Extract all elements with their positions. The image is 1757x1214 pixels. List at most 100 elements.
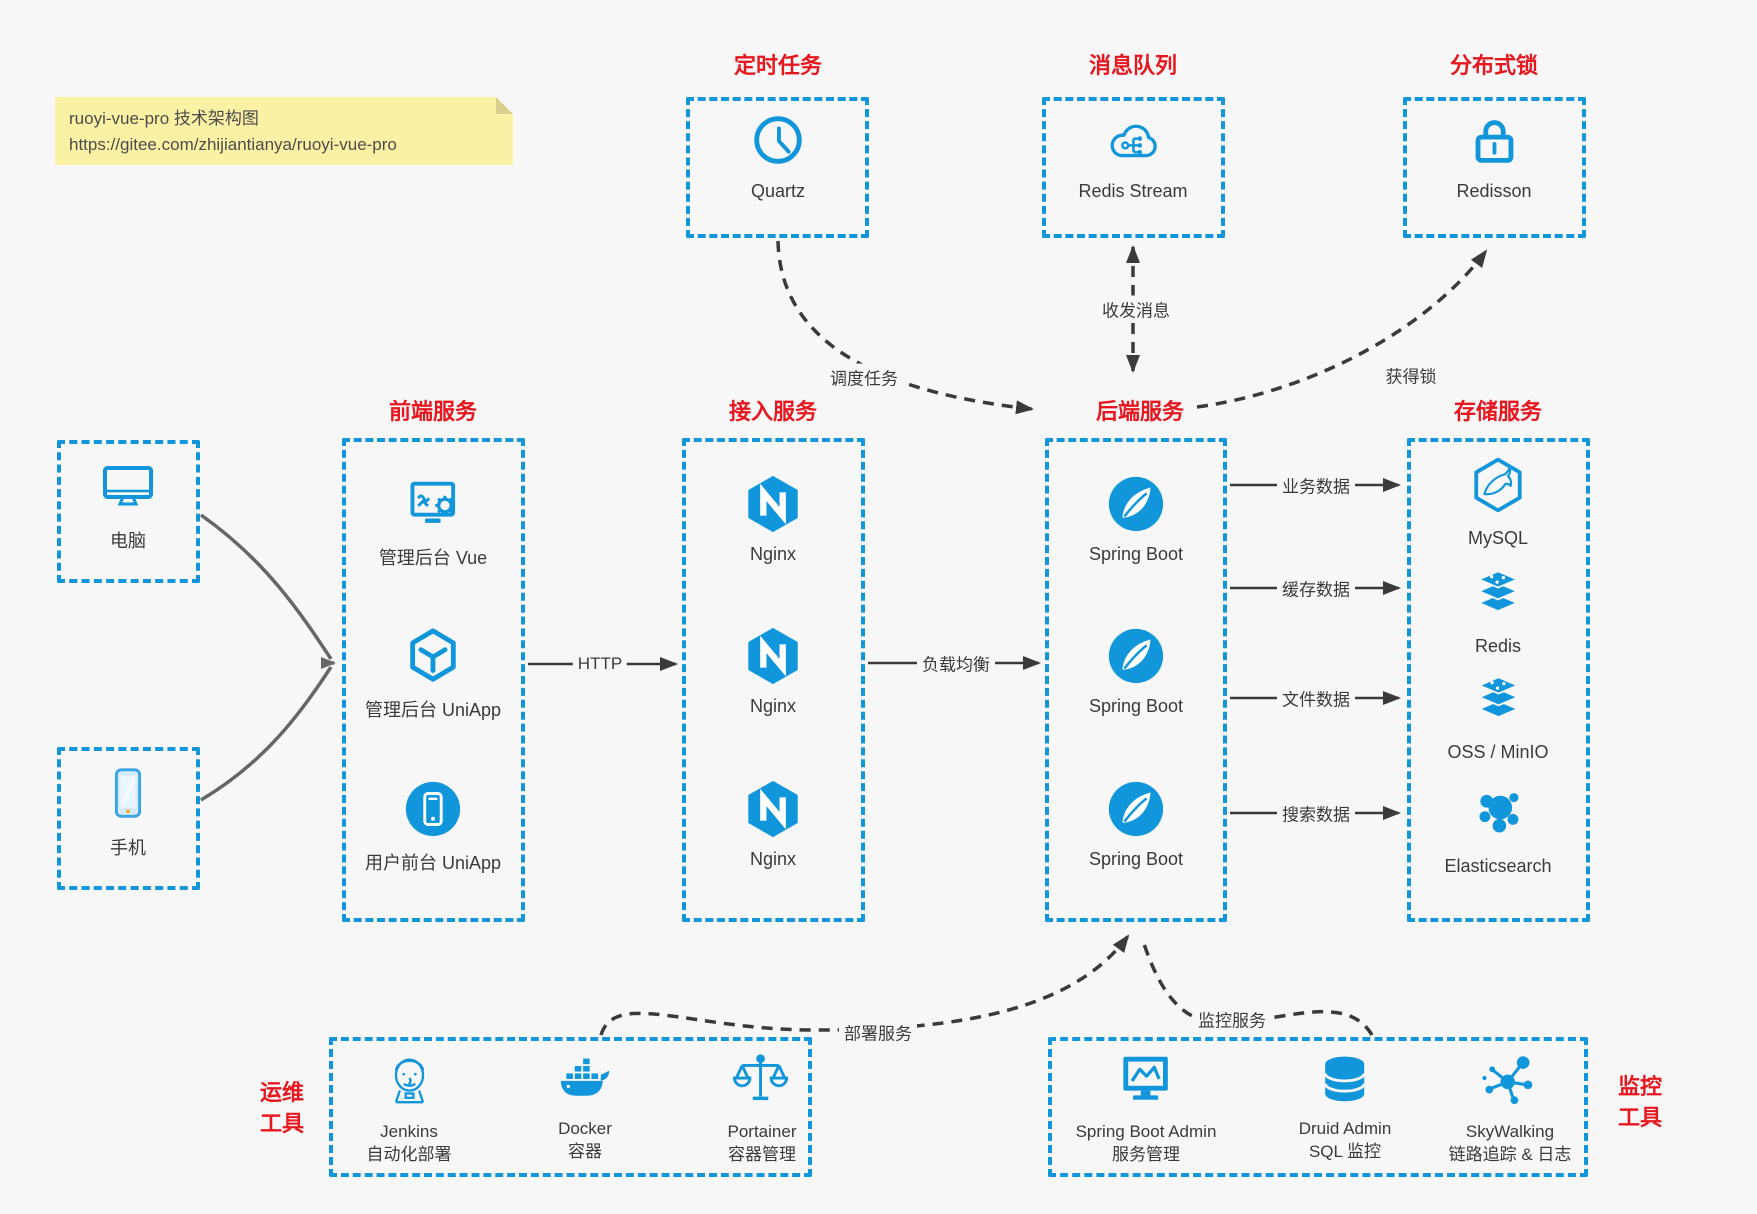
node-skywalking: SkyWalking 链路追踪 & 日志 — [1448, 1050, 1572, 1166]
node-admin-uniapp: 管理后台 UniApp — [365, 625, 501, 722]
tool-sub: 容器 — [567, 1142, 602, 1161]
tool-sub: 链路追踪 & 日志 — [1448, 1145, 1572, 1164]
lock-icon — [1463, 110, 1525, 172]
monitor-chart-icon — [1117, 1050, 1175, 1108]
portainer-scales-icon — [733, 1050, 791, 1108]
access-services-box — [682, 438, 865, 922]
nginx-icon — [742, 625, 804, 687]
edge-phone-to-frontend — [200, 666, 333, 802]
tool-name: Spring Boot Admin — [1075, 1122, 1217, 1141]
message-queue-box — [1042, 97, 1225, 238]
tool-sub: 容器管理 — [727, 1145, 796, 1164]
nginx-icon — [742, 473, 804, 535]
node-springboot-1: Spring Boot — [1089, 473, 1183, 565]
docker-icon — [555, 1053, 615, 1105]
jenkins-icon — [380, 1050, 438, 1108]
note-title: ruoyi-vue-pro 技术架构图 — [69, 109, 259, 128]
ops-tools-label: 运维 工具 — [246, 1078, 318, 1140]
note-fold — [496, 97, 513, 114]
node-label: Nginx — [749, 696, 797, 716]
monitor-tools-label-line2: 工具 — [1617, 1104, 1662, 1130]
tool-name: SkyWalking — [1465, 1122, 1555, 1141]
ops-tools-label-line2: 工具 — [259, 1110, 304, 1136]
edge-label-cache-data: 缓存数据 — [1277, 574, 1355, 602]
node-springboot-3: Spring Boot — [1089, 778, 1183, 870]
storage-stack-icon — [1469, 670, 1527, 728]
edge-label-acquire-lock: 获得锁 — [1380, 361, 1442, 389]
node-label: Elasticsearch — [1444, 856, 1552, 876]
arrow-schedule-task — [776, 240, 1034, 415]
edge-label-business-data: 业务数据 — [1277, 471, 1355, 499]
arrow-deploy-service — [599, 934, 1130, 1036]
edge-label-send-receive-msg: 收发消息 — [1097, 295, 1175, 323]
edge-computer-to-frontend — [199, 513, 333, 660]
skywalking-icon — [1481, 1050, 1539, 1108]
node-redisson: Redisson — [1456, 110, 1532, 202]
node-label: Redisson — [1456, 181, 1532, 201]
edge-label-http: HTTP — [572, 653, 628, 675]
arrow-monitor-service — [1141, 940, 1374, 1036]
node-elasticsearch: Elasticsearch — [1444, 784, 1552, 877]
node-label: Nginx — [749, 544, 797, 564]
storage-services-title: 存储服务 — [1453, 399, 1543, 424]
sticky-note: ruoyi-vue-pro 技术架构图 https://gitee.com/zh… — [55, 97, 513, 165]
node-portainer: Portainer 容器管理 — [727, 1050, 797, 1166]
node-redis-stream: Redis Stream — [1078, 112, 1188, 202]
admin-vue-icon — [402, 473, 464, 535]
node-label: Redis — [1474, 636, 1522, 656]
node-label: Redis Stream — [1078, 181, 1188, 201]
node-mysql: MySQL — [1468, 456, 1528, 549]
node-quartz: Quartz — [747, 110, 809, 202]
monitor-tools-label-line1: 监控 — [1617, 1074, 1662, 1099]
scheduled-task-title: 定时任务 — [733, 53, 823, 78]
node-redis: Redis — [1469, 564, 1527, 657]
tool-name: Portainer — [727, 1122, 797, 1141]
mysql-icon — [1469, 456, 1527, 514]
node-label: Spring Boot Admin 服务管理 — [1076, 1120, 1217, 1166]
node-admin-vue: 管理后台 Vue — [379, 473, 487, 570]
tool-sub: 服务管理 — [1112, 1145, 1180, 1164]
nginx-icon — [742, 778, 804, 840]
node-computer: 电脑 — [96, 456, 160, 553]
spring-boot-icon — [1105, 473, 1167, 535]
edge-label-deploy-service: 部署服务 — [839, 1018, 917, 1046]
message-queue-title: 消息队列 — [1088, 53, 1178, 78]
access-services-title: 接入服务 — [728, 399, 818, 424]
tool-sub: SQL 监控 — [1308, 1142, 1382, 1161]
computer-box — [57, 440, 200, 583]
backend-services-title: 后端服务 — [1095, 399, 1185, 424]
node-spring-boot-admin: Spring Boot Admin 服务管理 — [1076, 1050, 1217, 1166]
tool-name: Jenkins — [380, 1122, 438, 1141]
elasticsearch-icon — [1469, 784, 1527, 842]
smartphone-icon — [97, 763, 159, 825]
backend-services-box — [1045, 438, 1227, 922]
storage-services-box — [1407, 438, 1590, 922]
node-nginx-2: Nginx — [742, 625, 804, 717]
database-icon — [1317, 1053, 1373, 1105]
frontend-services-box — [342, 438, 525, 922]
node-label: Spring Boot — [1088, 544, 1184, 564]
phone-box — [57, 747, 200, 890]
distributed-lock-title: 分布式锁 — [1449, 53, 1539, 78]
spring-boot-icon — [1105, 778, 1167, 840]
node-label: 管理后台 Vue — [378, 548, 488, 568]
node-label: 用户前台 UniApp — [364, 853, 502, 873]
node-nginx-3: Nginx — [742, 778, 804, 870]
edge-label-search-data: 搜索数据 — [1277, 799, 1355, 827]
node-user-uniapp: 用户前台 UniApp — [365, 778, 501, 875]
tool-name: Druid Admin — [1298, 1119, 1392, 1138]
arrow-acquire-lock — [1196, 249, 1488, 409]
node-label: MySQL — [1467, 528, 1529, 548]
node-label: 电脑 — [110, 531, 146, 551]
node-jenkins: Jenkins 自动化部署 — [367, 1050, 452, 1166]
tool-sub: 自动化部署 — [366, 1145, 452, 1164]
node-label: Nginx — [749, 849, 797, 869]
note-url: https://gitee.com/zhijiantianya/ruoyi-vu… — [69, 135, 397, 154]
scheduled-task-box — [686, 97, 869, 238]
node-label: OSS / MinIO — [1447, 742, 1549, 762]
monitor-tools-box — [1048, 1037, 1588, 1177]
clock-icon — [747, 110, 809, 172]
